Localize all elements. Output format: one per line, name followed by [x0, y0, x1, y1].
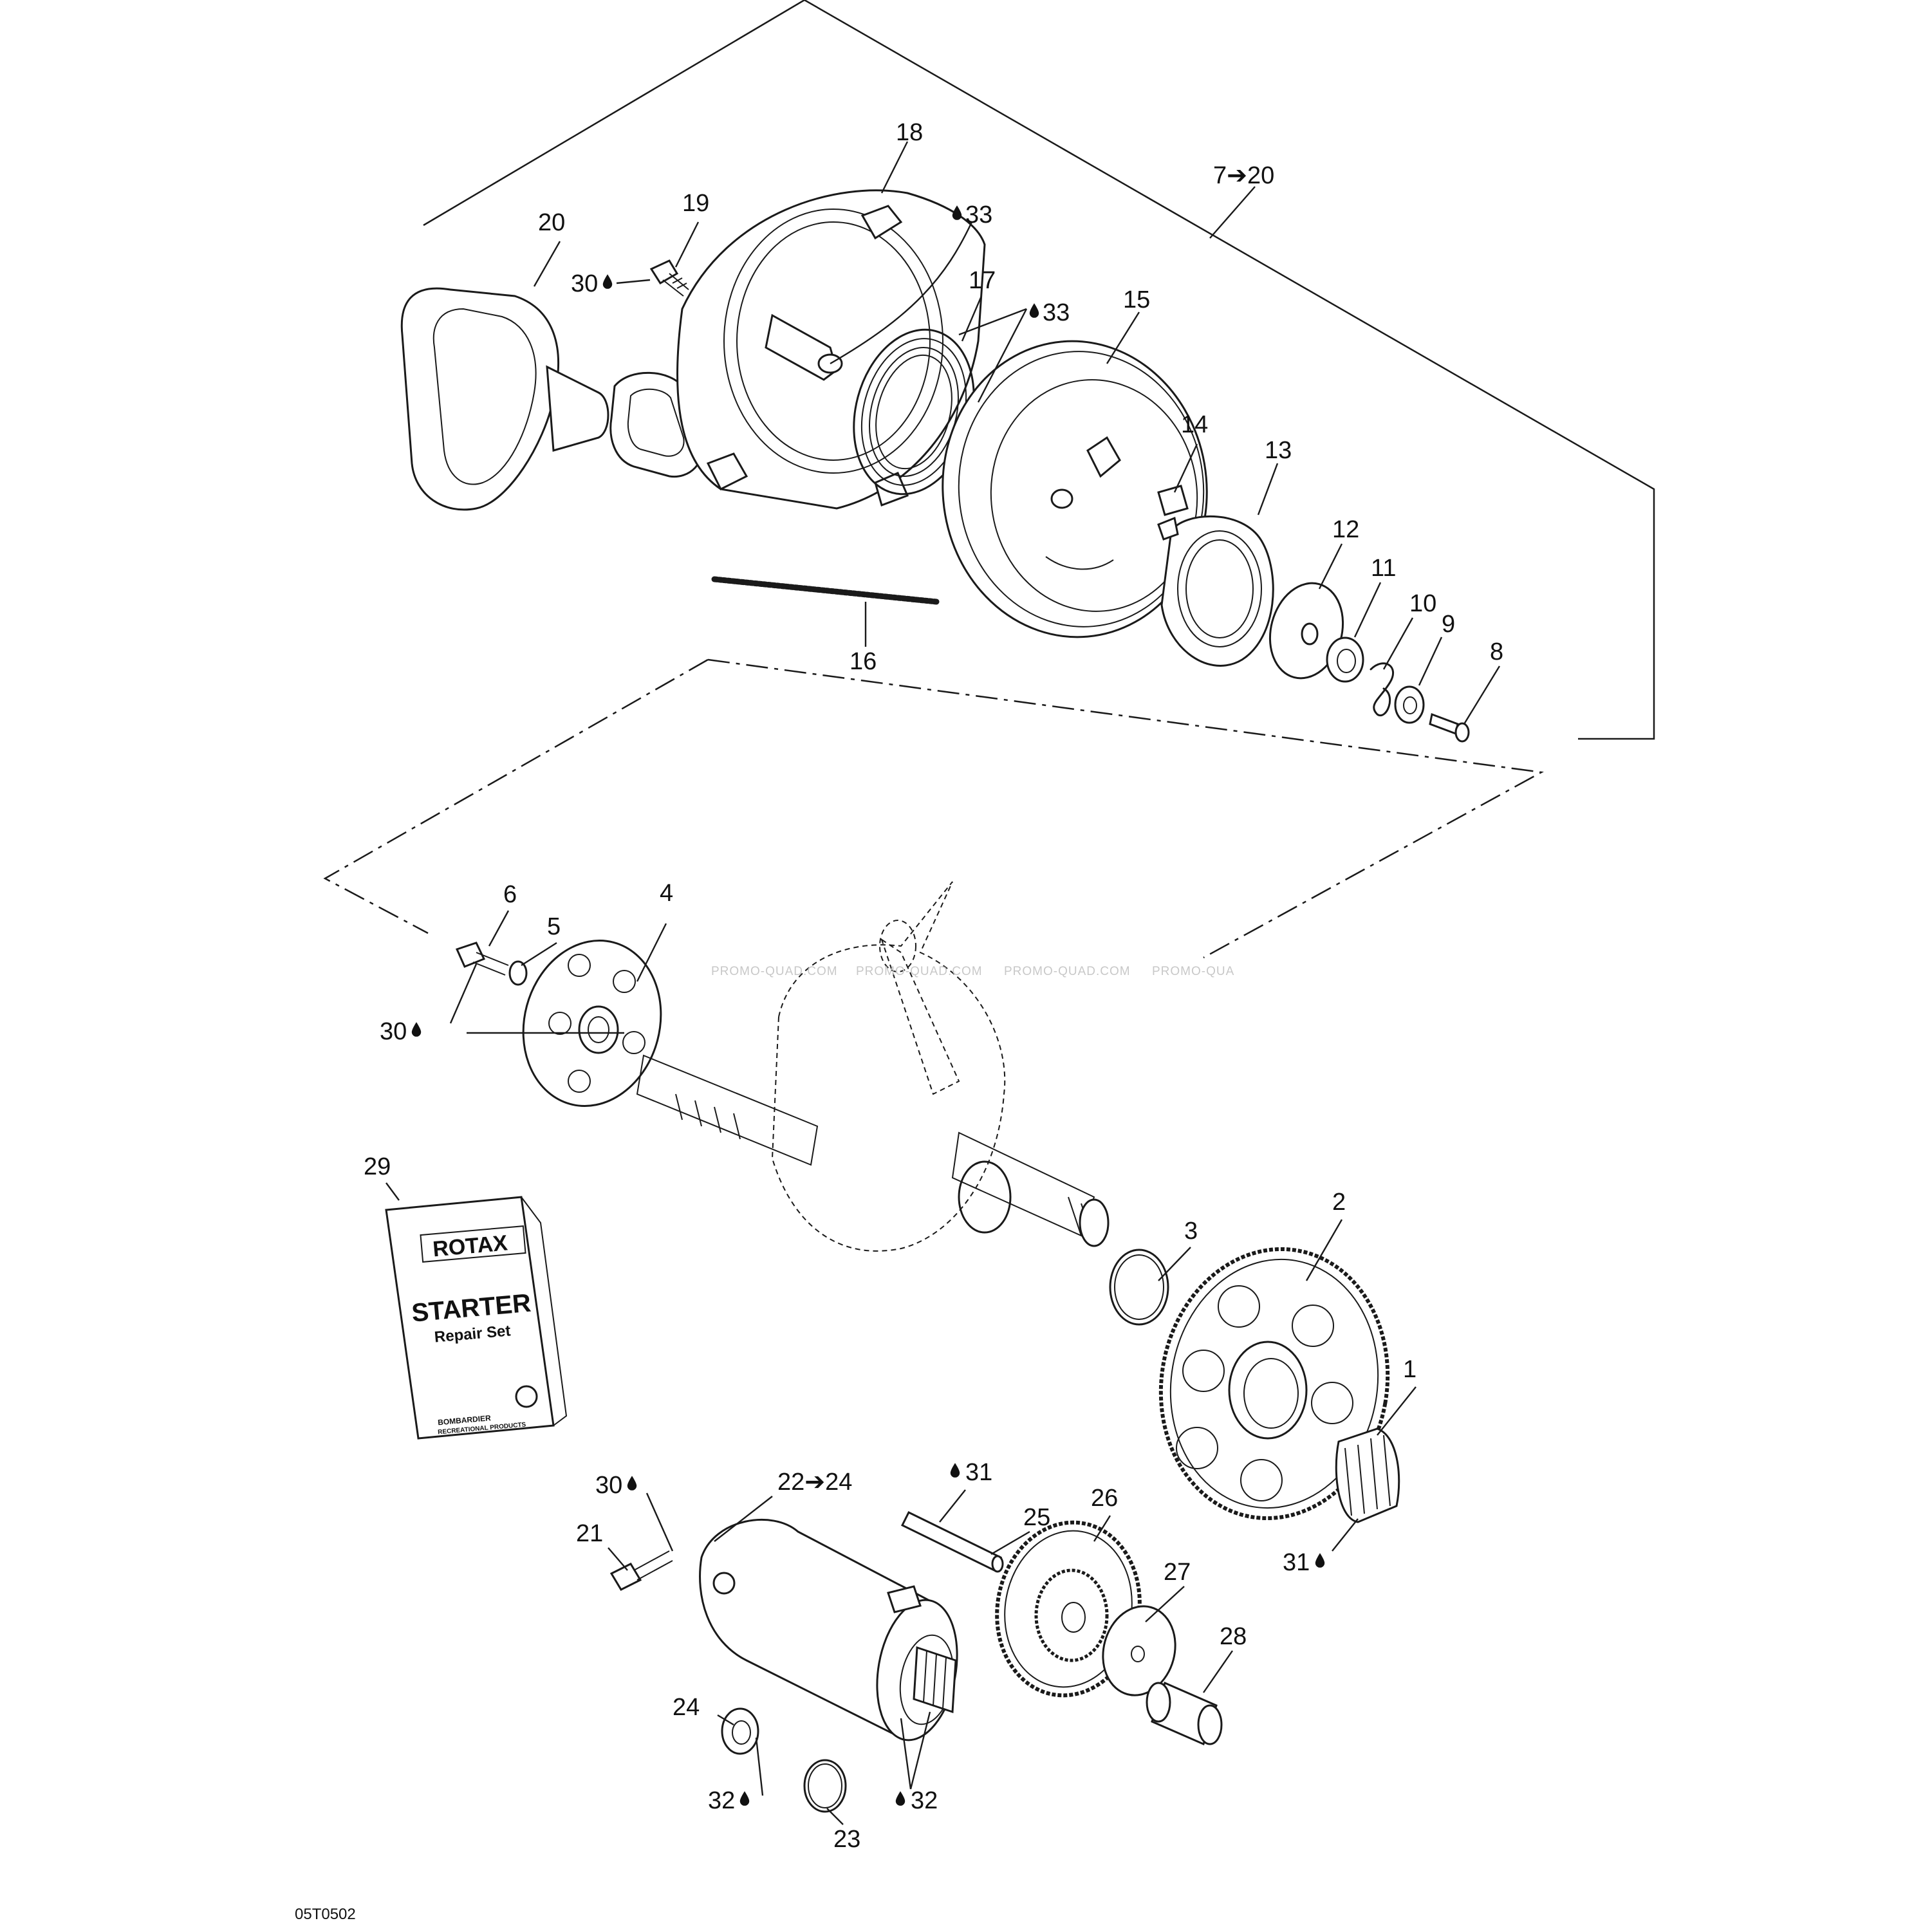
callout-19: 19: [682, 190, 709, 217]
starter-drive-plate-4: [522, 940, 662, 1107]
lubricant-drop-icon: [950, 1463, 960, 1478]
callout-12: 12: [1332, 516, 1359, 543]
lube-callout-30: 30: [595, 1472, 622, 1499]
callout-1: 1: [1403, 1356, 1416, 1383]
electric-starter-motor-22: [699, 1518, 958, 1742]
oil-seal-24: [721, 1707, 759, 1755]
thrust-washer-3: [1109, 1249, 1169, 1326]
lube-callout-32: 32: [911, 1787, 938, 1814]
callout-2: 2: [1332, 1189, 1346, 1216]
starter-rope-16: [711, 576, 940, 605]
lubricant-drop-icon: [895, 1791, 906, 1806]
crankshaft-reference: [636, 881, 1110, 1252]
callout-4: 4: [660, 880, 673, 907]
o-ring-23: [803, 1759, 847, 1813]
lubricant-drop-icon: [952, 205, 962, 220]
recoil-starter-group-frame: [423, 0, 1655, 740]
callout-18: 18: [896, 119, 923, 146]
lubricant-drop-icon: [411, 1022, 422, 1037]
callout-9: 9: [1442, 611, 1455, 638]
assembly-boundary-dashed: [323, 658, 1544, 959]
watermark: PROMO-QUAD.COM: [711, 965, 838, 978]
callout-3: 3: [1184, 1218, 1198, 1245]
screw-8: [1429, 712, 1470, 743]
watermark: PROMO-QUA: [1152, 965, 1234, 978]
diagram-code: 05T0502: [295, 1906, 356, 1923]
callout-14: 14: [1181, 411, 1208, 438]
washer-9: [1394, 685, 1425, 724]
callout-15: 15: [1123, 286, 1150, 313]
callout-20: 20: [538, 209, 565, 236]
callouts: 18 19 20 7➔20 17 15 14 13 12 11 10 9 8 1…: [364, 119, 1503, 1853]
watermark: PROMO-QUAD.COM: [856, 965, 983, 978]
lube-callout-31: 31: [965, 1459, 992, 1486]
callout-16: 16: [850, 648, 877, 675]
callout-25: 25: [1023, 1504, 1050, 1531]
lube-callout-33: 33: [965, 201, 992, 228]
watermark: PROMO-QUAD.COM: [1004, 965, 1131, 978]
lubricant-drop-icon: [1315, 1553, 1325, 1568]
callout-29: 29: [364, 1153, 391, 1180]
lubricant-drop-icon: [627, 1476, 637, 1491]
callout-7-20: 7➔20: [1213, 162, 1274, 189]
leader-lines: [385, 141, 1501, 1825]
lube-callout-30: 30: [380, 1018, 407, 1045]
bushing-28: [1146, 1681, 1223, 1746]
lubricant-drop-icon: [602, 274, 613, 289]
callout-23: 23: [833, 1826, 860, 1853]
callout-22-24: 22➔24: [777, 1469, 852, 1496]
lube-callout-31: 31: [1283, 1549, 1310, 1576]
starter-gear-2: [1158, 1247, 1390, 1521]
watermark-row: PROMO-QUAD.COM PROMO-QUAD.COM PROMO-QUAD…: [711, 965, 1234, 978]
needle-bearing-1: [1335, 1427, 1400, 1523]
washer-5: [508, 960, 528, 986]
callout-21: 21: [576, 1520, 603, 1547]
lube-callout-33: 33: [1043, 299, 1070, 326]
starter-handle-20: [400, 287, 609, 511]
rope-sheave-15: [942, 340, 1208, 638]
lubricant-drop-icon: [1029, 303, 1039, 318]
lubricant-drop-icon: [739, 1791, 750, 1806]
callout-27: 27: [1164, 1559, 1191, 1586]
callout-5: 5: [547, 913, 561, 940]
spring-clip-10: [1370, 662, 1395, 717]
repair-set-manual-29: ROTAX STARTER Repair Set BOMBARDIER RECR…: [385, 1196, 568, 1440]
idler-shaft-25: [900, 1510, 1004, 1573]
callout-24: 24: [673, 1694, 700, 1721]
callout-13: 13: [1265, 437, 1292, 464]
callout-28: 28: [1220, 1623, 1247, 1650]
pawl-plate-13: [1157, 516, 1274, 667]
starter-housing-18: [676, 189, 986, 510]
bolt-6: [455, 942, 509, 976]
lube-callout-32: 32: [708, 1787, 735, 1814]
pawl-14: [1157, 485, 1189, 516]
callout-8: 8: [1490, 638, 1503, 665]
callout-11: 11: [1371, 555, 1396, 582]
callout-26: 26: [1091, 1485, 1118, 1512]
callout-17: 17: [969, 267, 996, 294]
lubricant-callouts: 33 33 30 30 30 31 31 32 32: [380, 201, 1325, 1814]
callout-10: 10: [1409, 590, 1436, 617]
callout-6: 6: [503, 881, 517, 908]
bolt-21: [609, 1550, 673, 1591]
washer-27: [1102, 1605, 1176, 1696]
bolt-19: [649, 259, 689, 297]
lube-callout-30: 30: [571, 270, 598, 297]
washer-11: [1326, 636, 1364, 683]
